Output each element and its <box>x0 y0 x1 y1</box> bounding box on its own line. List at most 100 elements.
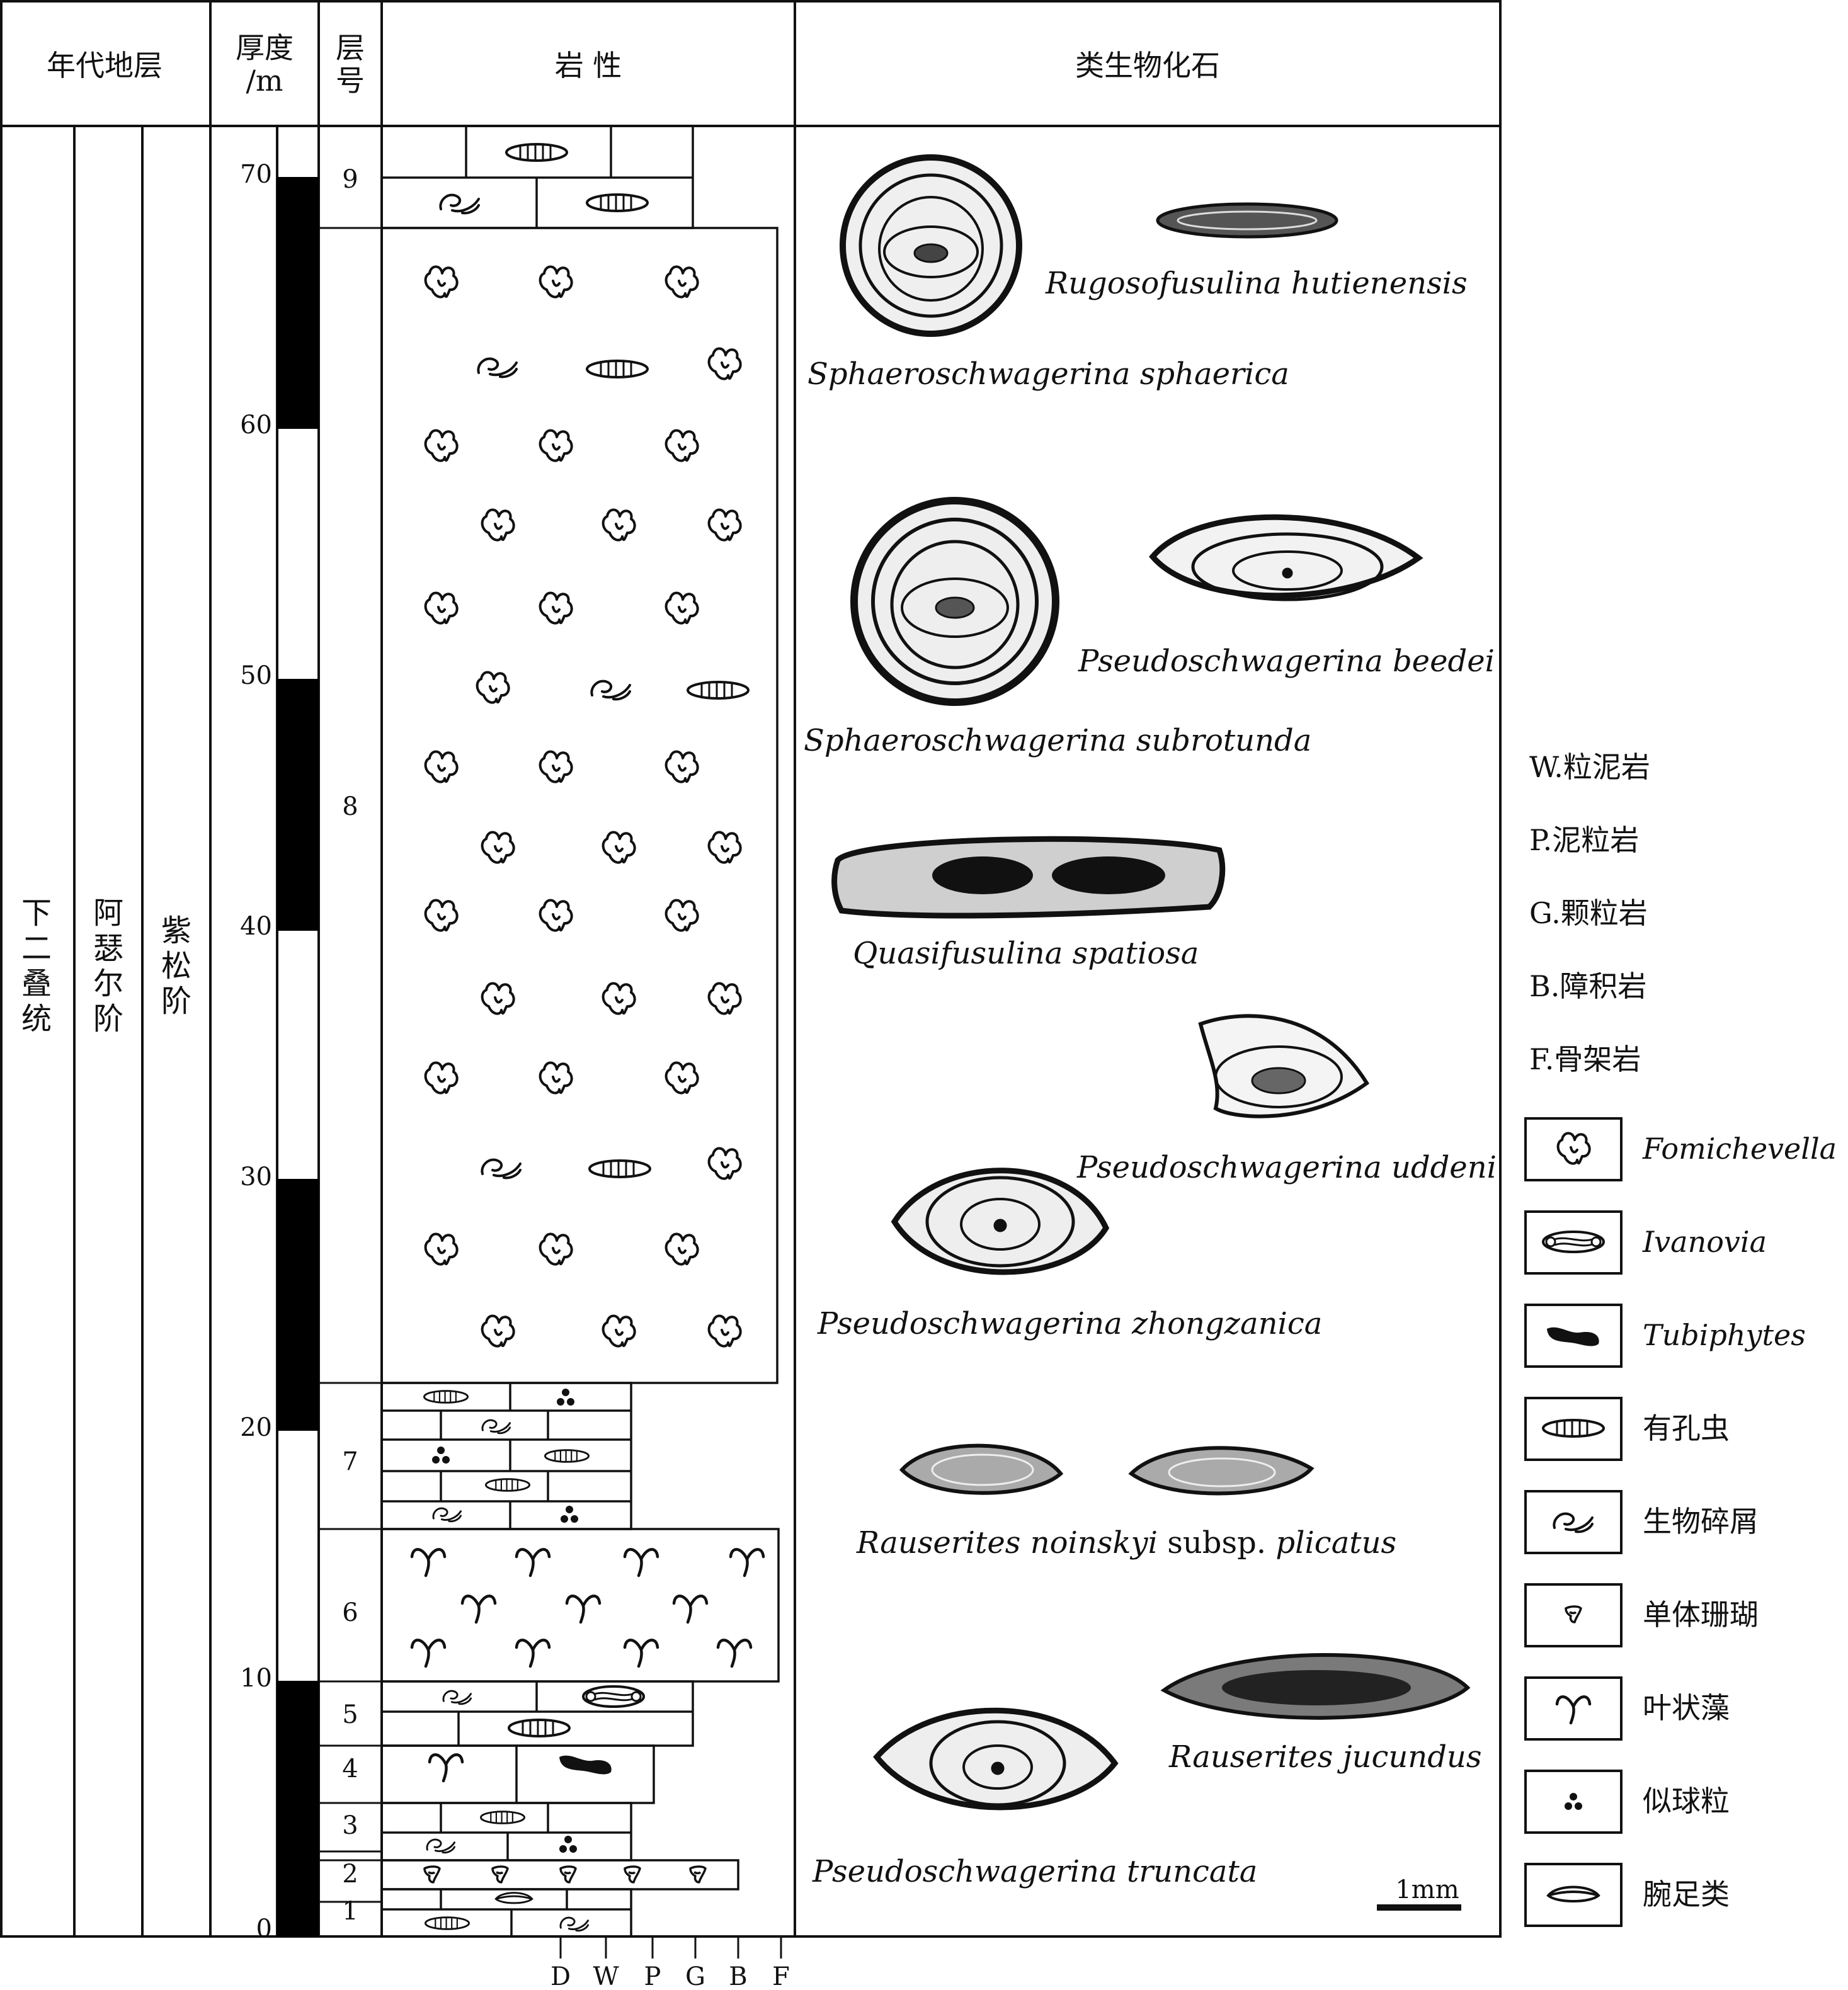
texture-axis-label: D <box>550 1962 571 1990</box>
thickness-tick-label: 20 <box>240 1413 272 1442</box>
foraminifera-symbol <box>588 1159 651 1178</box>
foraminifera-symbol <box>687 681 750 700</box>
fossil-image-beedei <box>1149 514 1423 601</box>
fossil-image-subrotunda <box>850 497 1059 706</box>
species-label: Rauserites jucundus <box>1168 1739 1481 1775</box>
texture-legend-item: B.障积岩 <box>1529 969 1646 1003</box>
legend-label: Tubiphytes <box>1643 1318 1806 1352</box>
bioclast-symbol <box>439 193 480 215</box>
header-chronostrat: 年代地层 <box>47 48 163 82</box>
thickness-tick-label: 60 <box>240 411 272 440</box>
legend-label: 生物碎屑 <box>1643 1504 1759 1538</box>
bed-number: 6 <box>342 1598 358 1627</box>
fomichevella-symbol <box>539 1232 573 1266</box>
legend-label: Fomichevella <box>1642 1132 1837 1166</box>
thickness-tick-label: 10 <box>240 1664 272 1693</box>
fomichevella-symbol <box>664 750 699 783</box>
texture-legend: W.粒泥岩 P.泥粒岩 G.颗粒岩 B.障积岩 F.骨架岩 <box>1529 750 1650 1076</box>
bed-6-block <box>380 1528 780 1683</box>
foraminifera-symbol <box>425 1916 470 1930</box>
phylloid-alga-symbol <box>412 1640 445 1666</box>
texture-axis-label: P <box>644 1962 661 1990</box>
foraminifera-symbol <box>423 1390 469 1404</box>
solitary-coral-icon <box>1565 1605 1582 1623</box>
legend-item-ivanovia: Ivanovia <box>1524 1210 1767 1275</box>
fomichevella-symbol <box>664 1061 699 1094</box>
foraminifera-symbol <box>508 1719 571 1737</box>
solitary-coral-symbol <box>423 1865 441 1884</box>
thickness-tick-label: 50 <box>240 661 272 690</box>
species-label: Pseudoschwagerina zhongzanica <box>817 1306 1322 1341</box>
tubiphytes-symbol <box>559 1755 612 1775</box>
header-thickness: 厚度/m <box>236 31 294 98</box>
bioclast-symbol <box>559 1916 590 1932</box>
bed-number: 2 <box>342 1860 358 1889</box>
fomichevella-symbol <box>424 429 459 462</box>
fossil-image-zhongzanica <box>891 1168 1110 1275</box>
thickness-scale-bar <box>277 177 319 1936</box>
species-labels: Rugosofusulina hutienensis Sphaeroschwag… <box>804 266 1497 1889</box>
species-label: Pseudoschwagerina truncata <box>812 1854 1257 1889</box>
fomichevella-symbol <box>539 591 573 625</box>
tubiphytes-icon <box>1547 1327 1599 1346</box>
species-label: Pseudoschwagerina uddeni <box>1076 1150 1497 1185</box>
fossil-images <box>831 154 1471 1811</box>
phylloid-alga-symbol <box>731 1549 763 1576</box>
fomichevella-symbol <box>602 508 636 542</box>
species-label: Rugosofusulina hutienensis <box>1045 266 1468 301</box>
fomichevella-symbol <box>539 750 573 783</box>
fomichevella-symbol <box>664 591 699 625</box>
texture-axis-label: F <box>772 1962 790 1990</box>
fomichevella-symbol <box>424 591 459 625</box>
scale-bar-label: 1mm <box>1395 1875 1459 1904</box>
peloid-symbol <box>432 1447 450 1464</box>
texture-legend-item: W.粒泥岩 <box>1529 750 1650 784</box>
legend-item-tubiphytes: Tubiphytes <box>1524 1304 1806 1368</box>
fomichevella-icon <box>1556 1132 1591 1165</box>
foraminifera-symbol <box>586 193 649 212</box>
texture-axis-label: B <box>729 1962 747 1990</box>
legend-label: 腕足类 <box>1643 1877 1730 1911</box>
bed-numbers: 1 2 3 4 5 6 7 8 9 <box>342 165 358 1926</box>
fomichevella-symbol <box>664 1232 699 1266</box>
legend-label: 叶状藻 <box>1643 1691 1730 1725</box>
species-label: Sphaeroschwagerina sphaerica <box>807 356 1289 392</box>
peloid-symbol <box>557 1389 574 1406</box>
fomichevella-symbol <box>476 671 510 704</box>
legend-item-peloid: 似球粒 <box>1524 1770 1730 1834</box>
foraminifera-symbol <box>485 1478 530 1492</box>
fomichevella-symbol <box>424 1061 459 1094</box>
fomichevella-symbol <box>539 265 573 298</box>
fomichevella-symbol <box>481 982 515 1015</box>
thickness-tick-label: 0 <box>256 1914 272 1943</box>
fomichevella-symbol <box>707 1314 742 1348</box>
legend-label: 有孔虫 <box>1643 1411 1730 1445</box>
phylloid-alga-symbol <box>625 1549 658 1576</box>
thickness-tick-label: 30 <box>240 1163 272 1191</box>
fomichevella-symbol <box>602 982 636 1015</box>
bed-number: 3 <box>342 1811 358 1840</box>
legend-item-brachiopod: 腕足类 <box>1524 1863 1730 1927</box>
symbol-legend: Fomichevella Ivanovia Tubiphytes 有孔虫 生物碎… <box>1524 1117 1837 1927</box>
solitary-coral-symbol <box>491 1865 509 1884</box>
foraminifera-symbol <box>586 360 649 378</box>
fomichevella-symbol <box>424 1232 459 1266</box>
fomichevella-symbol <box>424 265 459 298</box>
bioclast-symbol <box>590 679 631 701</box>
ivanovia-icon <box>1542 1231 1605 1253</box>
solitary-coral-symbol <box>559 1865 577 1884</box>
fossil-image-jucundus <box>1160 1653 1471 1720</box>
fomichevella-symbol <box>602 1314 636 1348</box>
bioclast-symbol <box>432 1507 462 1523</box>
phylloid-alga-symbol <box>718 1640 751 1666</box>
fomichevella-symbol <box>539 899 573 932</box>
fomichevella-symbol <box>481 508 515 542</box>
fossil-image-noinskyi-b <box>1128 1446 1315 1496</box>
fomichevella-symbol <box>707 831 742 864</box>
bed-number: 9 <box>342 165 358 194</box>
peloid-symbol <box>559 1836 577 1853</box>
bed-1-block <box>380 1888 632 1938</box>
species-label: Sphaeroschwagerina subrotunda <box>804 723 1311 758</box>
peloid-symbol <box>561 1506 578 1523</box>
